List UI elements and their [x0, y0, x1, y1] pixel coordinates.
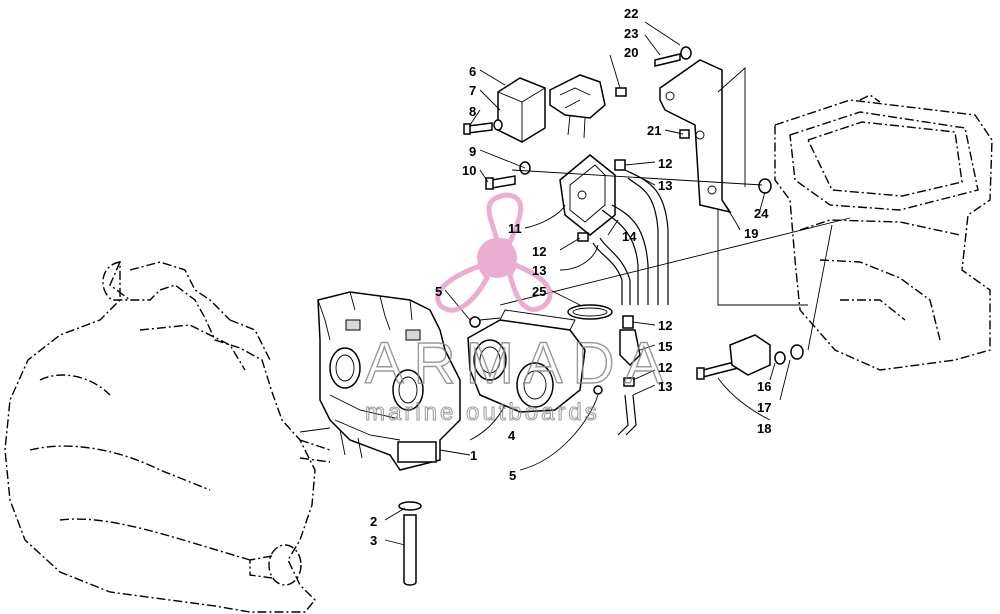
callout-13-lower: 13: [658, 379, 672, 394]
watermark: ARMADA marine outboards: [364, 192, 673, 427]
watermark-brand: ARMADA: [365, 331, 673, 396]
callout-14: 14: [622, 229, 637, 244]
callout-19: 19: [744, 226, 758, 241]
callout-24: 24: [754, 206, 769, 221]
callout-12-upper: 12: [658, 156, 672, 171]
callout-22: 22: [624, 6, 638, 21]
callout-16: 16: [757, 379, 771, 394]
callout-13-upper: 13: [658, 178, 672, 193]
hose-clamp: [567, 304, 613, 320]
watermark-tagline: marine outboards: [365, 399, 600, 426]
fuel-pump: [559, 154, 616, 236]
callout-5-lower: 5: [509, 468, 516, 483]
callout-7: 7: [469, 83, 476, 98]
callout-23: 23: [624, 26, 638, 41]
fittings: [577, 87, 690, 387]
jet-tube: [398, 501, 422, 586]
callout-15: 15: [658, 339, 672, 354]
callout-2: 2: [370, 514, 377, 529]
callout-8: 8: [469, 104, 476, 119]
engine-outline: [4, 261, 331, 613]
mounting-bracket: [659, 59, 732, 214]
intake-adaptor: [467, 309, 586, 413]
callout-6: 6: [469, 64, 476, 79]
propeller-logo: [435, 192, 553, 313]
airbox-outline: [774, 94, 993, 371]
leader-lines: [299, 21, 851, 546]
callout-13-middle: 13: [532, 263, 546, 278]
callout-11: 11: [508, 221, 522, 236]
callout-10: 10: [462, 163, 476, 178]
callout-1: 1: [470, 448, 477, 463]
callout-5-upper: 5: [435, 284, 442, 299]
fuel-hoses: [592, 169, 669, 436]
callout-12-valve-bottom: 12: [658, 360, 672, 375]
control-box: [497, 77, 546, 143]
callout-4: 4: [508, 428, 516, 443]
callout-12-middle: 12: [532, 244, 546, 259]
callout-12-valve-top: 12: [658, 318, 672, 333]
callout-20: 20: [624, 45, 638, 60]
callout-3: 3: [370, 533, 377, 548]
callout-labels: 1 2 3 4 5 5 6 7 8 9 10 11 12 12 12 12 13…: [370, 6, 771, 548]
throttle-linkage: [549, 74, 606, 139]
callout-25: 25: [532, 284, 546, 299]
carburetor: [317, 291, 461, 471]
callout-18: 18: [757, 421, 771, 436]
fasteners: [463, 46, 804, 395]
callout-9: 9: [469, 144, 476, 159]
callout-17: 17: [757, 400, 771, 415]
callout-21: 21: [647, 123, 661, 138]
